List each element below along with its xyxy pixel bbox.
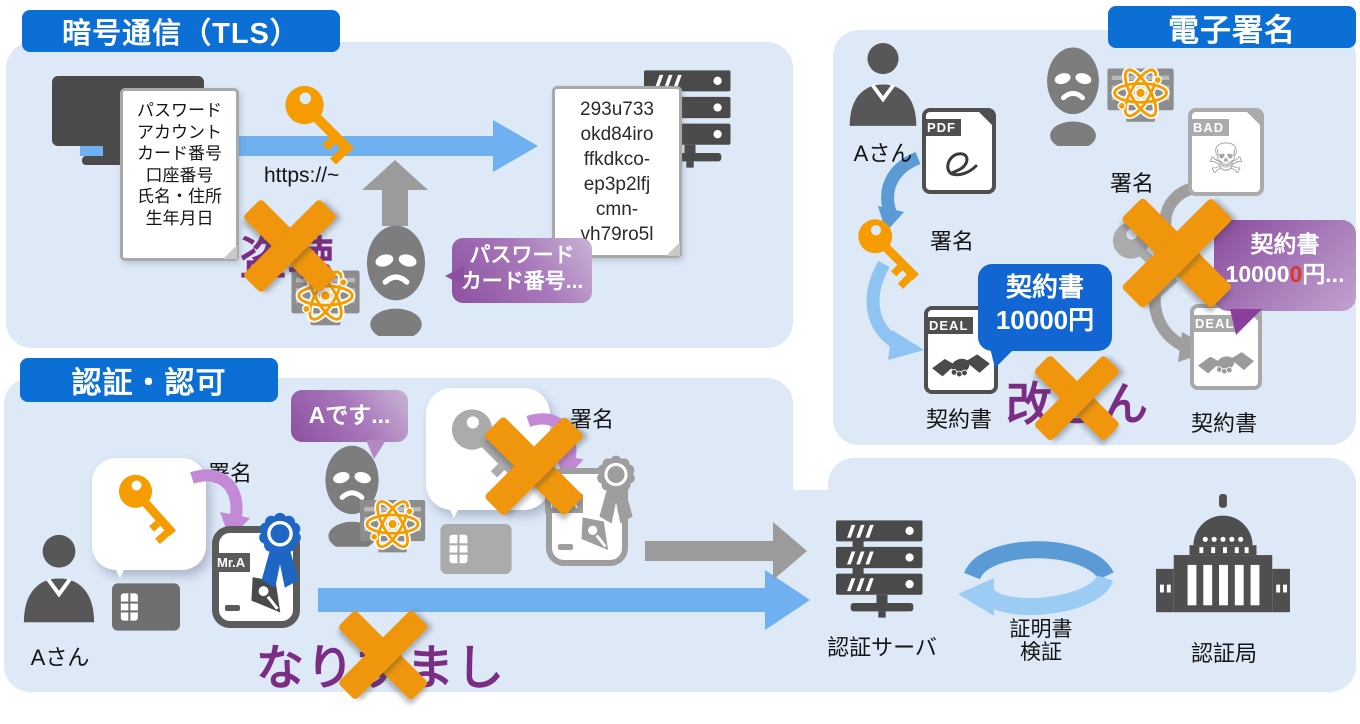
skull-icon: ☠ [1207, 135, 1245, 182]
certificate-authority-icon [1154, 494, 1292, 624]
person-a-label-esign: Aさん [853, 141, 913, 166]
auth-title: 認証・認可 [20, 358, 278, 402]
hacker-icon-tls [354, 224, 438, 336]
deal-badge-left: DEAL [924, 317, 974, 334]
pdf-badge: PDF [922, 119, 961, 136]
verify-label: 証明書 検証 [1009, 618, 1073, 664]
ribbon-icon-blue [251, 506, 309, 600]
tampered-price-bubble: 契約書 100000円... [1214, 220, 1356, 335]
up-arrow-icon [362, 160, 428, 226]
signature-line [225, 605, 240, 611]
sign-label-esign-right: 署名 [1109, 171, 1154, 196]
stolen-data-bubble: パスワード カード番号... [445, 238, 592, 303]
x-mark-eavesdrop [240, 196, 340, 296]
person-icon-auth [20, 530, 98, 624]
contract-label-left: 契約書 [925, 407, 992, 432]
ciphertext-note: 293u733 okd84iro ffkdkco- ep3p2lfj cmn- … [552, 86, 682, 258]
esign-title: 電子署名 [1108, 6, 1356, 48]
handshake-icon [932, 344, 990, 381]
x-mark-stolen-key [1118, 194, 1236, 312]
bubble-tail [366, 440, 386, 459]
auth-request-arrow-gray [645, 522, 807, 580]
ca-label: 認証局 [1190, 641, 1257, 666]
contract-price-bubble: 契約書 10000円 [978, 264, 1112, 368]
person-icon-esign [846, 38, 920, 128]
person-a-label-auth: Aさん [30, 645, 90, 670]
contract-label-right: 契約書 [1190, 411, 1257, 436]
server-icon-auth [836, 520, 928, 618]
smart-card-icon-hacker [440, 524, 512, 574]
bubble-tail [435, 266, 464, 286]
tls-title: 暗号通信（TLS） [22, 10, 340, 52]
tls-transfer-arrow [80, 120, 538, 172]
ribbon-icon-gray [589, 450, 643, 534]
hacker-icon-esign [1036, 46, 1110, 146]
bubble-tail [1230, 309, 1262, 335]
x-mark-tamper [1031, 352, 1123, 444]
sign-label-esign-left: 署名 [929, 229, 974, 254]
pdf-document-icon: PDF [922, 108, 996, 194]
x-mark-impersonation [335, 607, 431, 703]
signature-line [558, 544, 573, 550]
malware-pc-icon-auth [358, 500, 430, 568]
plaintext-note: パスワード アカウント カード番号 口座番号 氏名・住所 生年月日 [120, 88, 239, 261]
deal-badge-right: DEAL [1190, 315, 1240, 332]
fold-icon [977, 110, 994, 127]
auth-request-arrow-blue [318, 570, 810, 630]
smart-card-icon-user [112, 582, 180, 632]
sign-arc-key-to-contract [866, 260, 924, 360]
impersonation-claim-bubble: Aです... [291, 390, 408, 459]
verify-cycle-arrow-icon [958, 541, 1114, 616]
bubble-tail [990, 348, 1015, 368]
cert-badge-user: Mr.A [212, 553, 251, 572]
bad-badge: BAD [1188, 119, 1230, 136]
tampered-digit: 0 [1289, 261, 1303, 287]
handshake-icon [1198, 342, 1254, 378]
key-bubble-user [92, 458, 206, 578]
auth-server-label: 認証サーバ [827, 635, 937, 660]
adobe-glyph-icon [946, 152, 978, 177]
bad-document-icon: BAD ☠ [1188, 108, 1264, 196]
fold-icon [1245, 110, 1262, 127]
x-mark-fake-key [481, 413, 587, 519]
malware-pc-icon-esign [1106, 68, 1178, 138]
https-label: https://~ [264, 164, 340, 187]
